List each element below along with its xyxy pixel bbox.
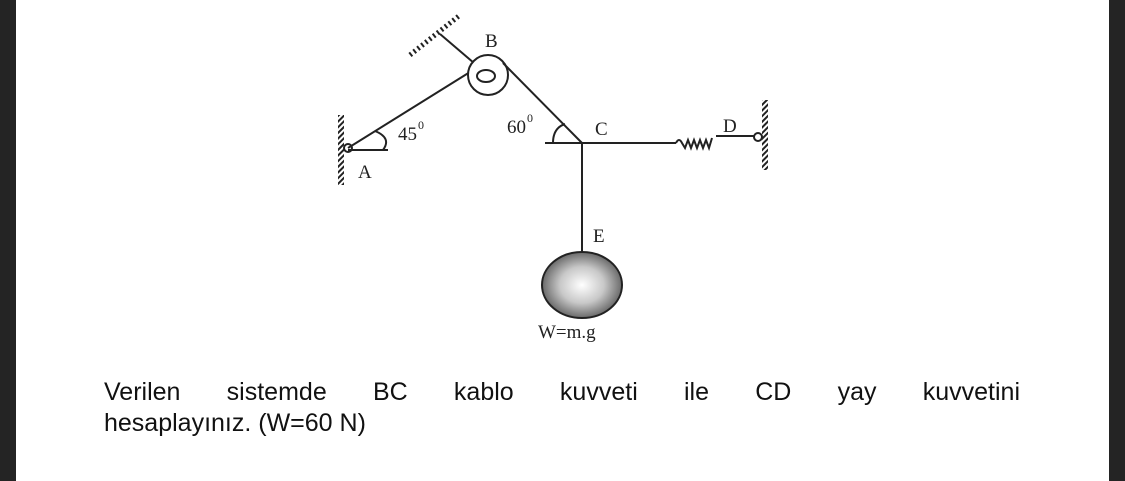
angle-c-degree: 0 [527, 111, 533, 125]
pulley-b [467, 54, 509, 96]
angle-a-label: 45 [398, 124, 417, 145]
cable-bc [502, 62, 583, 144]
weight-ball [541, 251, 623, 319]
wall-left [338, 115, 344, 185]
wall-right [762, 100, 768, 170]
angle-arc-a [374, 130, 388, 151]
angle-c-label: 60 [507, 117, 526, 138]
cable-ab [347, 71, 471, 149]
statics-diagram: B A C D E 45 0 60 0 W=m.g [338, 13, 768, 343]
left-frame-bar [0, 0, 16, 481]
pulley-axle [476, 69, 496, 83]
label-d: D [723, 116, 737, 137]
label-a: A [358, 162, 372, 183]
spring [675, 137, 713, 152]
question-line-1: Verilen sistemde BC kablo kuvveti ile CD… [104, 378, 1020, 406]
hinge-d [753, 132, 763, 142]
label-b: B [485, 31, 498, 52]
right-frame-bar [1109, 0, 1125, 481]
label-c: C [595, 119, 608, 140]
angle-a-degree: 0 [418, 118, 424, 132]
weight-label: W=m.g [538, 322, 596, 343]
label-e: E [593, 226, 605, 247]
angle-arc-c [552, 123, 566, 144]
question-line-2: hesaplayınız. (W=60 N) [104, 409, 366, 437]
ceiling-support [408, 13, 462, 57]
